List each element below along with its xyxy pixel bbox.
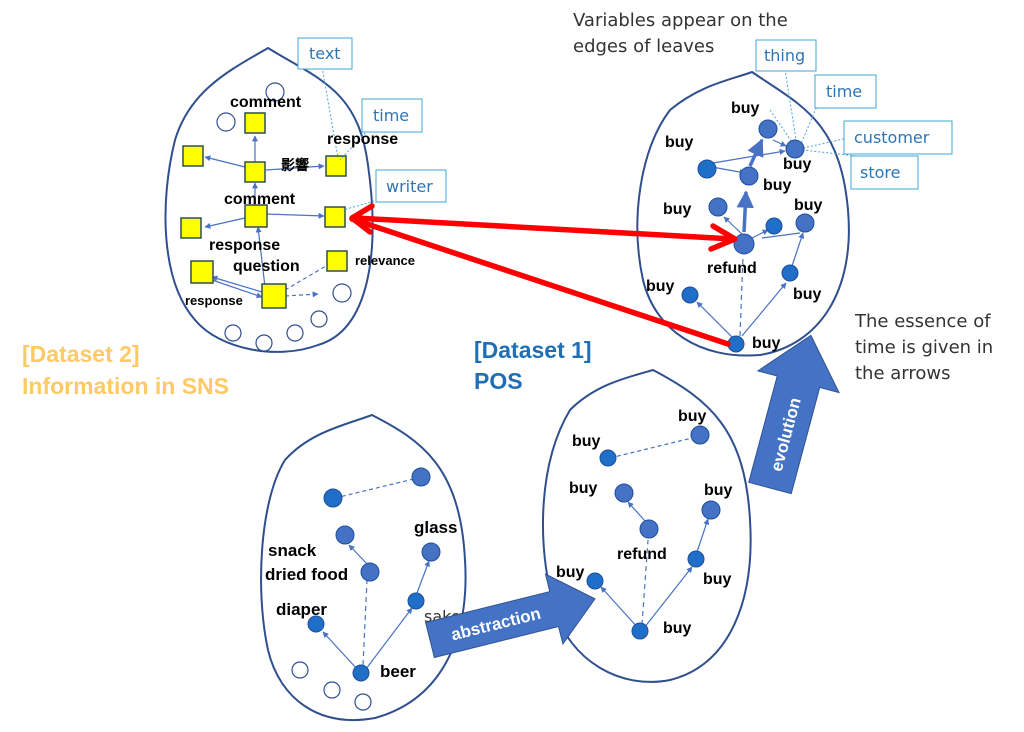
label-question: question (233, 258, 300, 275)
time-note-line2: time is given in (855, 337, 993, 358)
sns-tag-leaders (321, 66, 379, 211)
pos-label-buy-7: buy (646, 278, 675, 295)
pos-label-buy-3: buy (783, 156, 812, 173)
mid-label-buy-e: buy (556, 564, 585, 581)
pos-label-refund: refund (707, 260, 757, 277)
red-links (349, 215, 736, 347)
tag-time-pos: time (826, 82, 862, 101)
pos-thick-edges (736, 138, 764, 233)
red-arrowheads (349, 203, 738, 252)
label-response-bottom: response (185, 293, 243, 308)
mid-label-buy-g: buy (663, 620, 692, 637)
mid-label-buy-c: buy (569, 480, 598, 497)
label-comment-top: comment (230, 94, 302, 111)
tag-time-sns: time (373, 106, 409, 125)
mid-label-buy-a: buy (678, 408, 707, 425)
time-note-line3: the arrows (855, 363, 951, 384)
raw-label-snack: snack (268, 541, 317, 560)
sns-labels: comment response 影響 comment response que… (185, 94, 415, 308)
tag-text: text (309, 44, 341, 63)
raw-circles (291, 661, 372, 711)
pos-label-buy-5: buy (663, 201, 692, 218)
mid-edges (600, 436, 710, 629)
pos-label-buy-1: buy (731, 100, 760, 117)
pos-label-buy-2: buy (665, 134, 694, 151)
mid-label-buy-d: buy (704, 482, 733, 499)
label-relevance: relevance (355, 253, 415, 268)
tag-thing: thing (764, 46, 805, 65)
sns-tags: text time writer (297, 37, 447, 203)
time-note-line1: The essence of (854, 311, 991, 332)
dataset1-subtitle: POS (474, 368, 523, 394)
pos-label-buy-6: buy (794, 197, 823, 214)
label-comment-mid: comment (224, 191, 296, 208)
dataset1-title: [Dataset 1] (474, 337, 592, 363)
mid-label-refund: refund (617, 546, 667, 563)
dataset2-subtitle: Information in SNS (22, 373, 229, 399)
sns-squares (180, 112, 348, 309)
raw-label-dried-food: dried food (265, 565, 348, 584)
pos-tags: thing time customer store (755, 39, 953, 190)
tag-store: store (860, 163, 900, 182)
pos-labels: buy buy buy buy buy buy refund buy buy b… (646, 100, 823, 352)
mid-labels: buy buy buy buy refund buy buy buy (556, 408, 733, 637)
tag-writer: writer (386, 177, 433, 196)
dataset2-title: [Dataset 2] (22, 341, 140, 367)
mid-nodes (586, 425, 721, 640)
raw-label-beer: beer (380, 662, 416, 681)
mid-label-buy-f: buy (703, 571, 732, 588)
mid-label-buy-b: buy (572, 433, 601, 450)
raw-label-glass: glass (414, 518, 457, 537)
label-response-top: response (327, 131, 398, 148)
sns-circles (216, 82, 352, 352)
variables-note-line2: edges of leaves (573, 36, 714, 57)
label-response-mid: response (209, 237, 280, 254)
sns-edges (204, 135, 327, 299)
tag-customer: customer (854, 128, 930, 147)
pos-label-buy-9: buy (752, 335, 781, 352)
label-influence: 影響 (281, 157, 309, 173)
variables-note-line1: Variables appear on the (573, 10, 788, 31)
raw-label-diaper: diaper (276, 600, 327, 619)
raw-nodes (307, 467, 441, 682)
pos-label-buy-4: buy (763, 177, 792, 194)
pos-label-buy-8: buy (793, 286, 822, 303)
pos-tag-leaders (769, 68, 857, 157)
pos-nodes (681, 119, 815, 353)
evolution-arrow: evolution (748, 334, 840, 495)
raw-edges (322, 477, 430, 671)
